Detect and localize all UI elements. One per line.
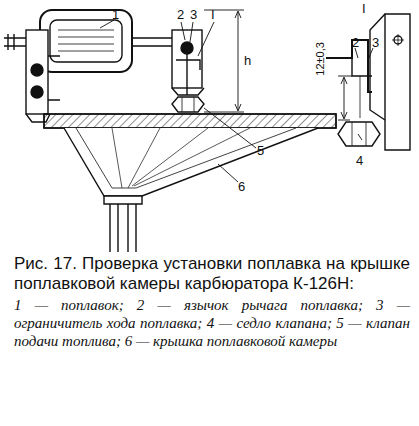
carburetor-side-parts bbox=[4, 30, 60, 122]
detail-view bbox=[326, 14, 410, 150]
caption: Рис. 17. Проверка установки поплавка на … bbox=[14, 254, 410, 294]
callout-number: I bbox=[211, 8, 215, 21]
callout-number: 3 bbox=[372, 36, 379, 49]
valve-seat bbox=[172, 97, 204, 112]
part-description: 4 — седло клапана; bbox=[207, 315, 332, 331]
part-description: 2 — язычок рычага поплавка; bbox=[137, 297, 363, 313]
callout-number: 3 bbox=[190, 8, 197, 21]
leader-lines bbox=[100, 20, 256, 182]
dimension-label: 12±0,3 bbox=[315, 42, 326, 76]
callout-number: 2 bbox=[352, 36, 359, 49]
callout-number: h bbox=[243, 54, 252, 67]
dimension-h bbox=[204, 10, 244, 112]
callout-number: I bbox=[362, 2, 366, 15]
caption-box: Рис. 17. Проверка установки поплавка на … bbox=[14, 254, 410, 294]
float-chamber-cover bbox=[44, 114, 336, 252]
callout-number: 2 bbox=[177, 8, 184, 21]
part-description: 1 — поплавок; bbox=[14, 297, 124, 313]
parts-list: 1 — поплавок; 2 — язычок рычага поплавка… bbox=[14, 296, 410, 350]
float bbox=[40, 10, 176, 72]
callout-number: 5 bbox=[257, 144, 264, 157]
callout-number: 4 bbox=[356, 154, 363, 167]
callout-number: 1 bbox=[112, 8, 119, 21]
callout-number: 6 bbox=[238, 180, 245, 193]
float-lever bbox=[172, 30, 204, 95]
part-description: 6 — крышка поплавковой камеры bbox=[125, 333, 338, 349]
